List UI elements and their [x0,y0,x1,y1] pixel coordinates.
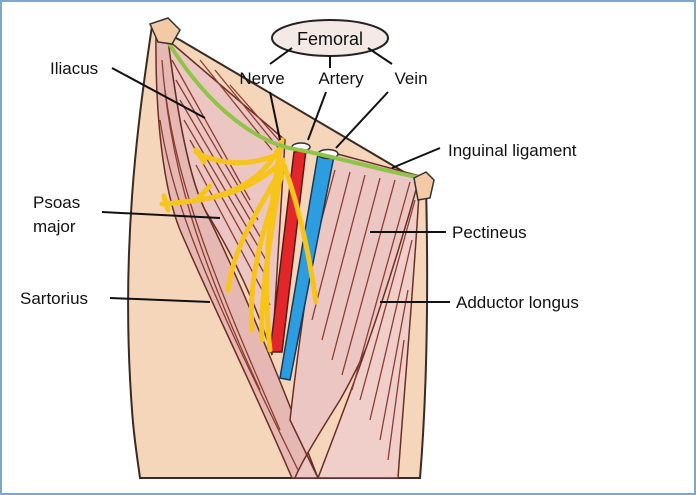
psoas-label-line1: Psoas [33,193,80,212]
pectineus-label: Pectineus [452,223,527,242]
artery-label: Artery [318,69,364,88]
bone-stub-right [414,172,434,200]
oval-to-vein [368,48,392,64]
sartorius-label: Sartorius [20,289,88,308]
vein-label: Vein [394,69,427,88]
inguinal-label: Inguinal ligament [448,141,577,160]
psoas-label-line2: major [33,217,76,236]
femoral-title: Femoral [297,29,363,49]
oval-to-nerve [270,48,292,64]
nerve-label: Nerve [239,69,284,88]
adductor-label: Adductor longus [456,293,579,312]
vein-leader [336,92,388,148]
inguinal-leader [392,148,440,168]
iliacus-label: Iliacus [50,59,98,78]
